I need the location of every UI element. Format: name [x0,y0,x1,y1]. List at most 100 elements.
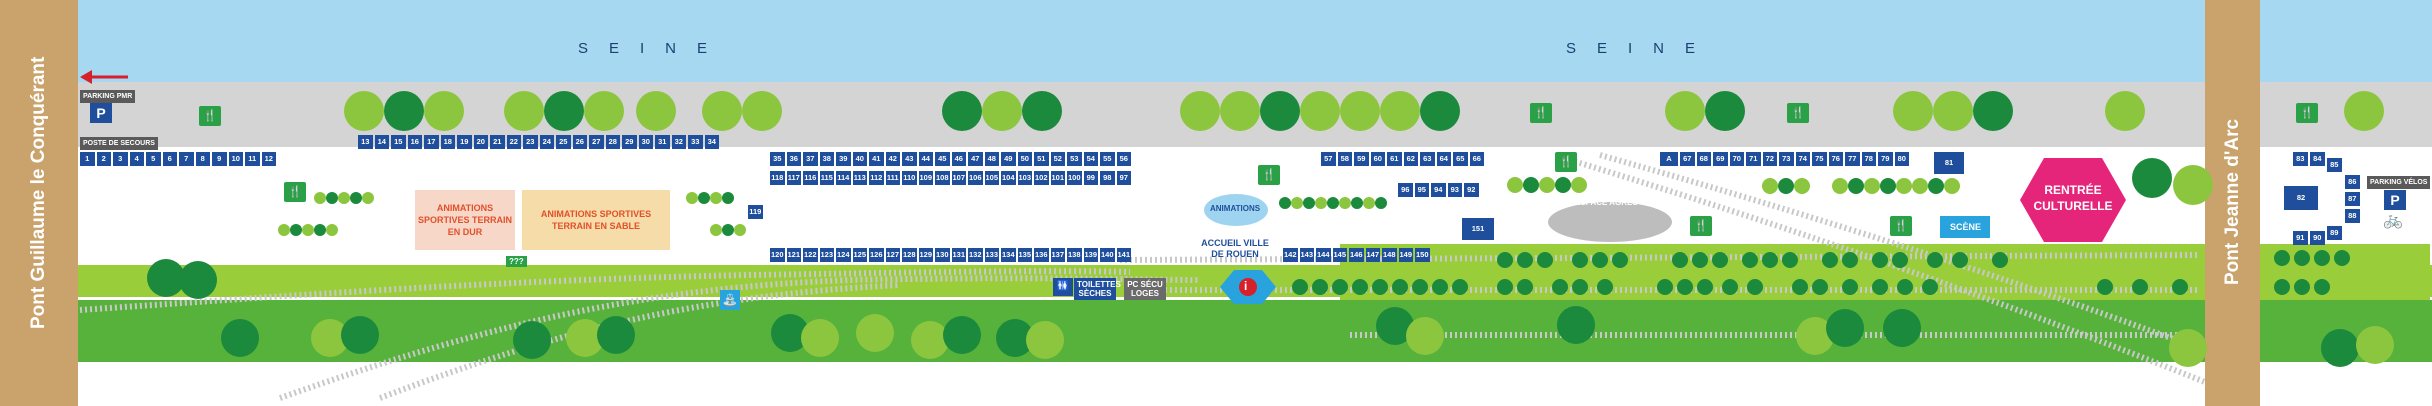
stand-81: 81 [1934,152,1964,174]
stand-138: 138 [1067,248,1082,262]
parking-pmr-icon: P [90,103,112,123]
stand-141: 141 [1116,248,1131,262]
stand-87: 87 [2345,192,2360,206]
stand-17: 17 [424,135,439,149]
stand-133: 133 [984,248,999,262]
sport-zone-hard-bg [415,190,515,250]
espace-agres-bg [1548,202,1672,242]
stand-9: 9 [212,152,227,166]
stand-59: 59 [1354,152,1369,166]
stand-144: 144 [1316,248,1331,262]
stand-13: 13 [358,135,373,149]
stand-15: 15 [391,135,406,149]
stand-36: 36 [786,152,801,166]
stand-135: 135 [1017,248,1032,262]
stand-28: 28 [605,135,620,149]
stand-25: 25 [556,135,571,149]
stand-6: 6 [162,152,177,166]
stand-64: 64 [1436,152,1451,166]
food-icon-4: 🍴 [1530,103,1552,123]
stand-97: 97 [1116,171,1131,185]
stand-37: 37 [803,152,818,166]
stand-65: 65 [1453,152,1468,166]
stand-77: 77 [1845,152,1860,166]
stand-30: 30 [638,135,653,149]
stand-90: 90 [2310,231,2325,245]
parking-velos-label: PARKING VÉLOS [2367,176,2431,189]
stand-113: 113 [852,171,867,185]
rentree-hexagon [2020,158,2126,242]
food-icon-3: 🍴 [1258,165,1280,185]
pc-secu-label: PC SÉCU LOGES [1124,278,1166,300]
stand-67: 67 [1680,152,1695,166]
river-area [0,0,2432,82]
stand-74: 74 [1795,152,1810,166]
stand-23: 23 [523,135,538,149]
stand-145: 145 [1332,248,1347,262]
stand-91: 91 [2293,231,2308,245]
stand-62: 62 [1403,152,1418,166]
stand-50: 50 [1017,152,1032,166]
stand-105: 105 [984,171,999,185]
poste-secours-label: POSTE DE SECOURS [80,137,158,150]
stand-83: 83 [2293,152,2308,166]
stand-70: 70 [1729,152,1744,166]
stand-147: 147 [1365,248,1380,262]
stand-71: 71 [1746,152,1761,166]
stand-94: 94 [1431,183,1446,197]
stand-146: 146 [1349,248,1364,262]
stand-a: A [1660,152,1678,166]
stand-122: 122 [803,248,818,262]
stand-7: 7 [179,152,194,166]
stand-84: 84 [2310,152,2325,166]
stand-34: 34 [704,135,719,149]
stand-60: 60 [1370,152,1385,166]
food-icon-6: 🍴 [1787,103,1809,123]
stand-124: 124 [836,248,851,262]
stand-42: 42 [885,152,900,166]
stand-131: 131 [951,248,966,262]
stand-127: 127 [885,248,900,262]
rentree-label: RENTRÉE CULTURELLE [2033,183,2113,213]
stand-16: 16 [407,135,422,149]
stand-33: 33 [688,135,703,149]
road-trees [344,91,2384,205]
lawn-trees [147,259,2394,367]
stand-48: 48 [984,152,999,166]
food-icon-8: 🍴 [1890,216,1912,236]
stand-89: 89 [2327,226,2342,240]
info-circle [1239,278,1257,296]
stand-96: 96 [1398,183,1413,197]
stand-103: 103 [1017,171,1032,185]
question-label: ??? [506,256,527,267]
stand-134: 134 [1001,248,1016,262]
stand-2: 2 [96,152,111,166]
stand-72: 72 [1762,152,1777,166]
stand-101: 101 [1050,171,1065,185]
small-trees [278,177,2350,295]
stand-29: 29 [622,135,637,149]
stand-3: 3 [113,152,128,166]
stand-58: 58 [1337,152,1352,166]
stand-39: 39 [836,152,851,166]
animations-cloud [1204,194,1268,226]
stand-43: 43 [902,152,917,166]
stand-31: 31 [655,135,670,149]
stand-20: 20 [473,135,488,149]
food-icon-9: 🍴 [2296,103,2318,123]
stand-125: 125 [852,248,867,262]
stand-44: 44 [918,152,933,166]
stand-95: 95 [1414,183,1429,197]
stand-102: 102 [1034,171,1049,185]
stand-104: 104 [1001,171,1016,185]
stand-92: 92 [1464,183,1479,197]
bridge-right [2205,0,2260,406]
stand-108: 108 [935,171,950,185]
bridge-left [0,0,78,406]
